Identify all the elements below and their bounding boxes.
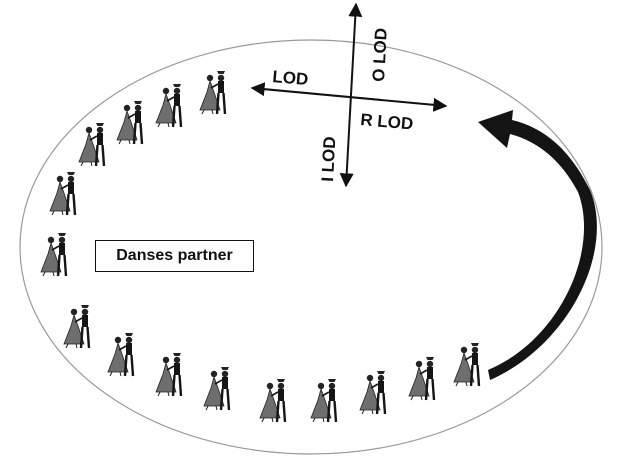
dancing-couple-icon xyxy=(115,99,144,146)
dancing-couple-icon xyxy=(154,351,183,398)
floor-ellipse xyxy=(19,39,603,455)
dancing-couple-icon xyxy=(407,355,436,402)
dancing-couple-icon xyxy=(39,231,68,278)
compass-vertical-axis xyxy=(339,2,363,188)
compass-horizontal-axis xyxy=(250,82,448,112)
label-o-lod: O LOD xyxy=(369,27,391,82)
label-lod: LOD xyxy=(272,67,309,89)
dancing-couple-icon xyxy=(154,82,183,129)
label-r-lod: R LOD xyxy=(360,110,414,134)
label-i-lod: I LOD xyxy=(318,136,339,182)
dancing-couple-icon xyxy=(106,331,135,378)
dancing-couple-icon xyxy=(258,377,287,424)
dancing-couple-icon xyxy=(358,369,387,416)
dancing-couple-icon xyxy=(48,170,77,217)
danses-partner-label: Danses partner xyxy=(95,240,254,272)
dancing-couple-icon xyxy=(202,365,231,412)
dancing-couple-icon xyxy=(62,303,91,350)
dancing-couple-icon xyxy=(309,377,338,424)
dancing-couple-icon xyxy=(452,341,481,388)
dancing-couple-icon xyxy=(77,121,106,168)
dancing-couple-icon xyxy=(198,69,227,116)
direction-arrow xyxy=(478,110,597,380)
